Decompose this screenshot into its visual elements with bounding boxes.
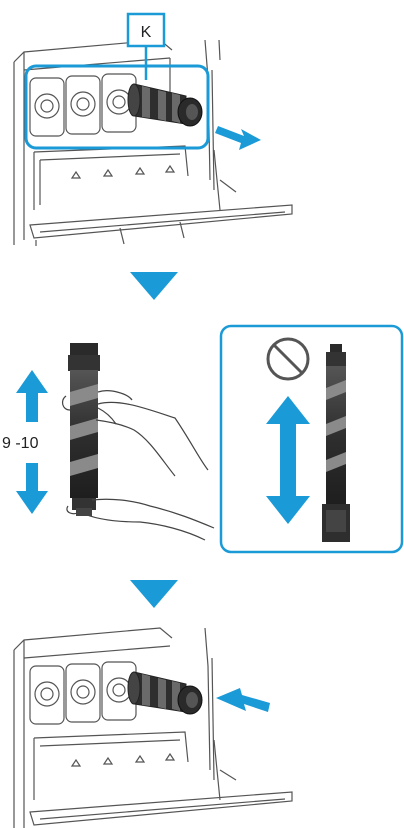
toner-cartridge-upright [322, 344, 350, 542]
slot-highlight-frame [24, 64, 210, 150]
prohibition-panel [219, 324, 404, 554]
toner-cartridge-step1 [127, 83, 203, 127]
down-triangle-icon [130, 272, 178, 300]
down-arrow-icon [16, 463, 48, 514]
callout-k: K [126, 12, 166, 80]
prohibited-icon [266, 337, 310, 381]
up-arrow-icon [16, 370, 48, 422]
hands-illustration [61, 390, 215, 541]
callout-label: K [141, 24, 152, 41]
push-arrow-icon [216, 688, 270, 712]
toner-cartridge-step2 [68, 343, 100, 516]
toner-cartridge-step3 [127, 671, 203, 715]
double-arrow-icon [266, 396, 310, 524]
toner-slot-row [29, 73, 137, 137]
shake-count-label: 9 -10 [2, 435, 39, 452]
down-triangle-icon [130, 580, 178, 608]
step-3-illustration [13, 627, 293, 828]
toner-slot-row [29, 661, 137, 725]
shake-arrows-icon [16, 370, 48, 514]
pull-arrow-icon [215, 126, 261, 150]
